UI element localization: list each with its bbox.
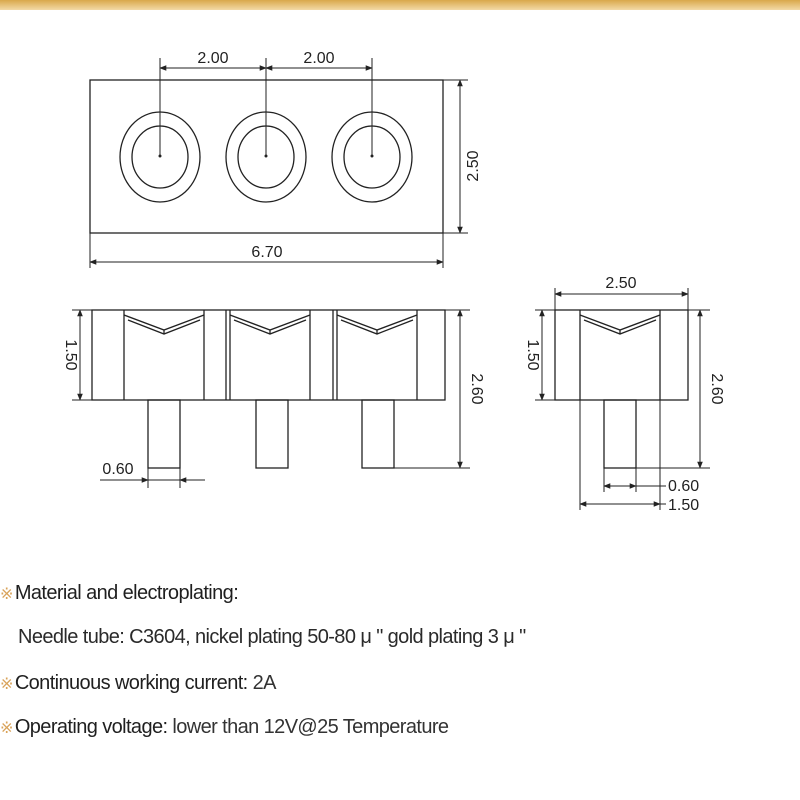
front-view-pin-3 xyxy=(361,399,395,469)
bullet-icon: ※ xyxy=(0,720,13,737)
front-view-socket-1 xyxy=(123,310,205,400)
front-view-pin-1 xyxy=(147,399,181,469)
voltage-label: Operating voltage: xyxy=(14,716,168,738)
side-view-pin xyxy=(603,399,637,469)
technical-drawing: 2.00 2.00 2.50 6.70 xyxy=(62,50,725,514)
front-view: 1.50 2.60 0.60 xyxy=(62,309,485,488)
spec-current: ※Continuous working current: 2A xyxy=(0,672,276,695)
side-width-label: 2.50 xyxy=(605,275,636,292)
front-view-socket-3 xyxy=(336,310,418,400)
bullet-icon: ※ xyxy=(0,586,13,603)
side-view: 2.50 1.50 2.60 0.60 1.50 xyxy=(524,275,725,514)
front-pin-width-label: 0.60 xyxy=(102,461,133,478)
current-label: Continuous working current: xyxy=(14,672,248,694)
front-total-height-label: 2.60 xyxy=(468,373,485,404)
top-decorative-band xyxy=(0,0,800,10)
spec-voltage: ※Operating voltage: lower than 12V@25 Te… xyxy=(0,716,449,739)
front-view-pin-2 xyxy=(255,399,289,469)
pitch-2-label: 2.00 xyxy=(303,50,334,67)
bullet-icon: ※ xyxy=(0,676,13,693)
top-height-label: 2.50 xyxy=(465,150,482,181)
spec-material: ※Material and electroplating: xyxy=(0,582,239,605)
current-value: 2A xyxy=(247,672,277,694)
top-view: 2.00 2.00 2.50 6.70 xyxy=(89,50,482,268)
pitch-1-label: 2.00 xyxy=(197,50,228,67)
top-width-label: 6.70 xyxy=(251,244,282,261)
voltage-value: lower than 12V@25 Temperature xyxy=(167,716,449,738)
side-pin-width-label: 0.60 xyxy=(668,478,699,495)
side-view-socket xyxy=(579,310,661,400)
material-label: Material and electroplating: xyxy=(14,582,239,604)
side-view-body xyxy=(554,309,689,401)
side-total-height-label: 2.60 xyxy=(708,373,725,404)
spec-needle-tube: Needle tube: C3604, nickel plating 50-80… xyxy=(18,626,526,648)
side-pin-span-label: 1.50 xyxy=(668,497,699,514)
side-body-height-label: 1.50 xyxy=(524,339,541,370)
front-body-height-label: 1.50 xyxy=(62,339,79,370)
front-view-socket-2 xyxy=(229,310,311,400)
